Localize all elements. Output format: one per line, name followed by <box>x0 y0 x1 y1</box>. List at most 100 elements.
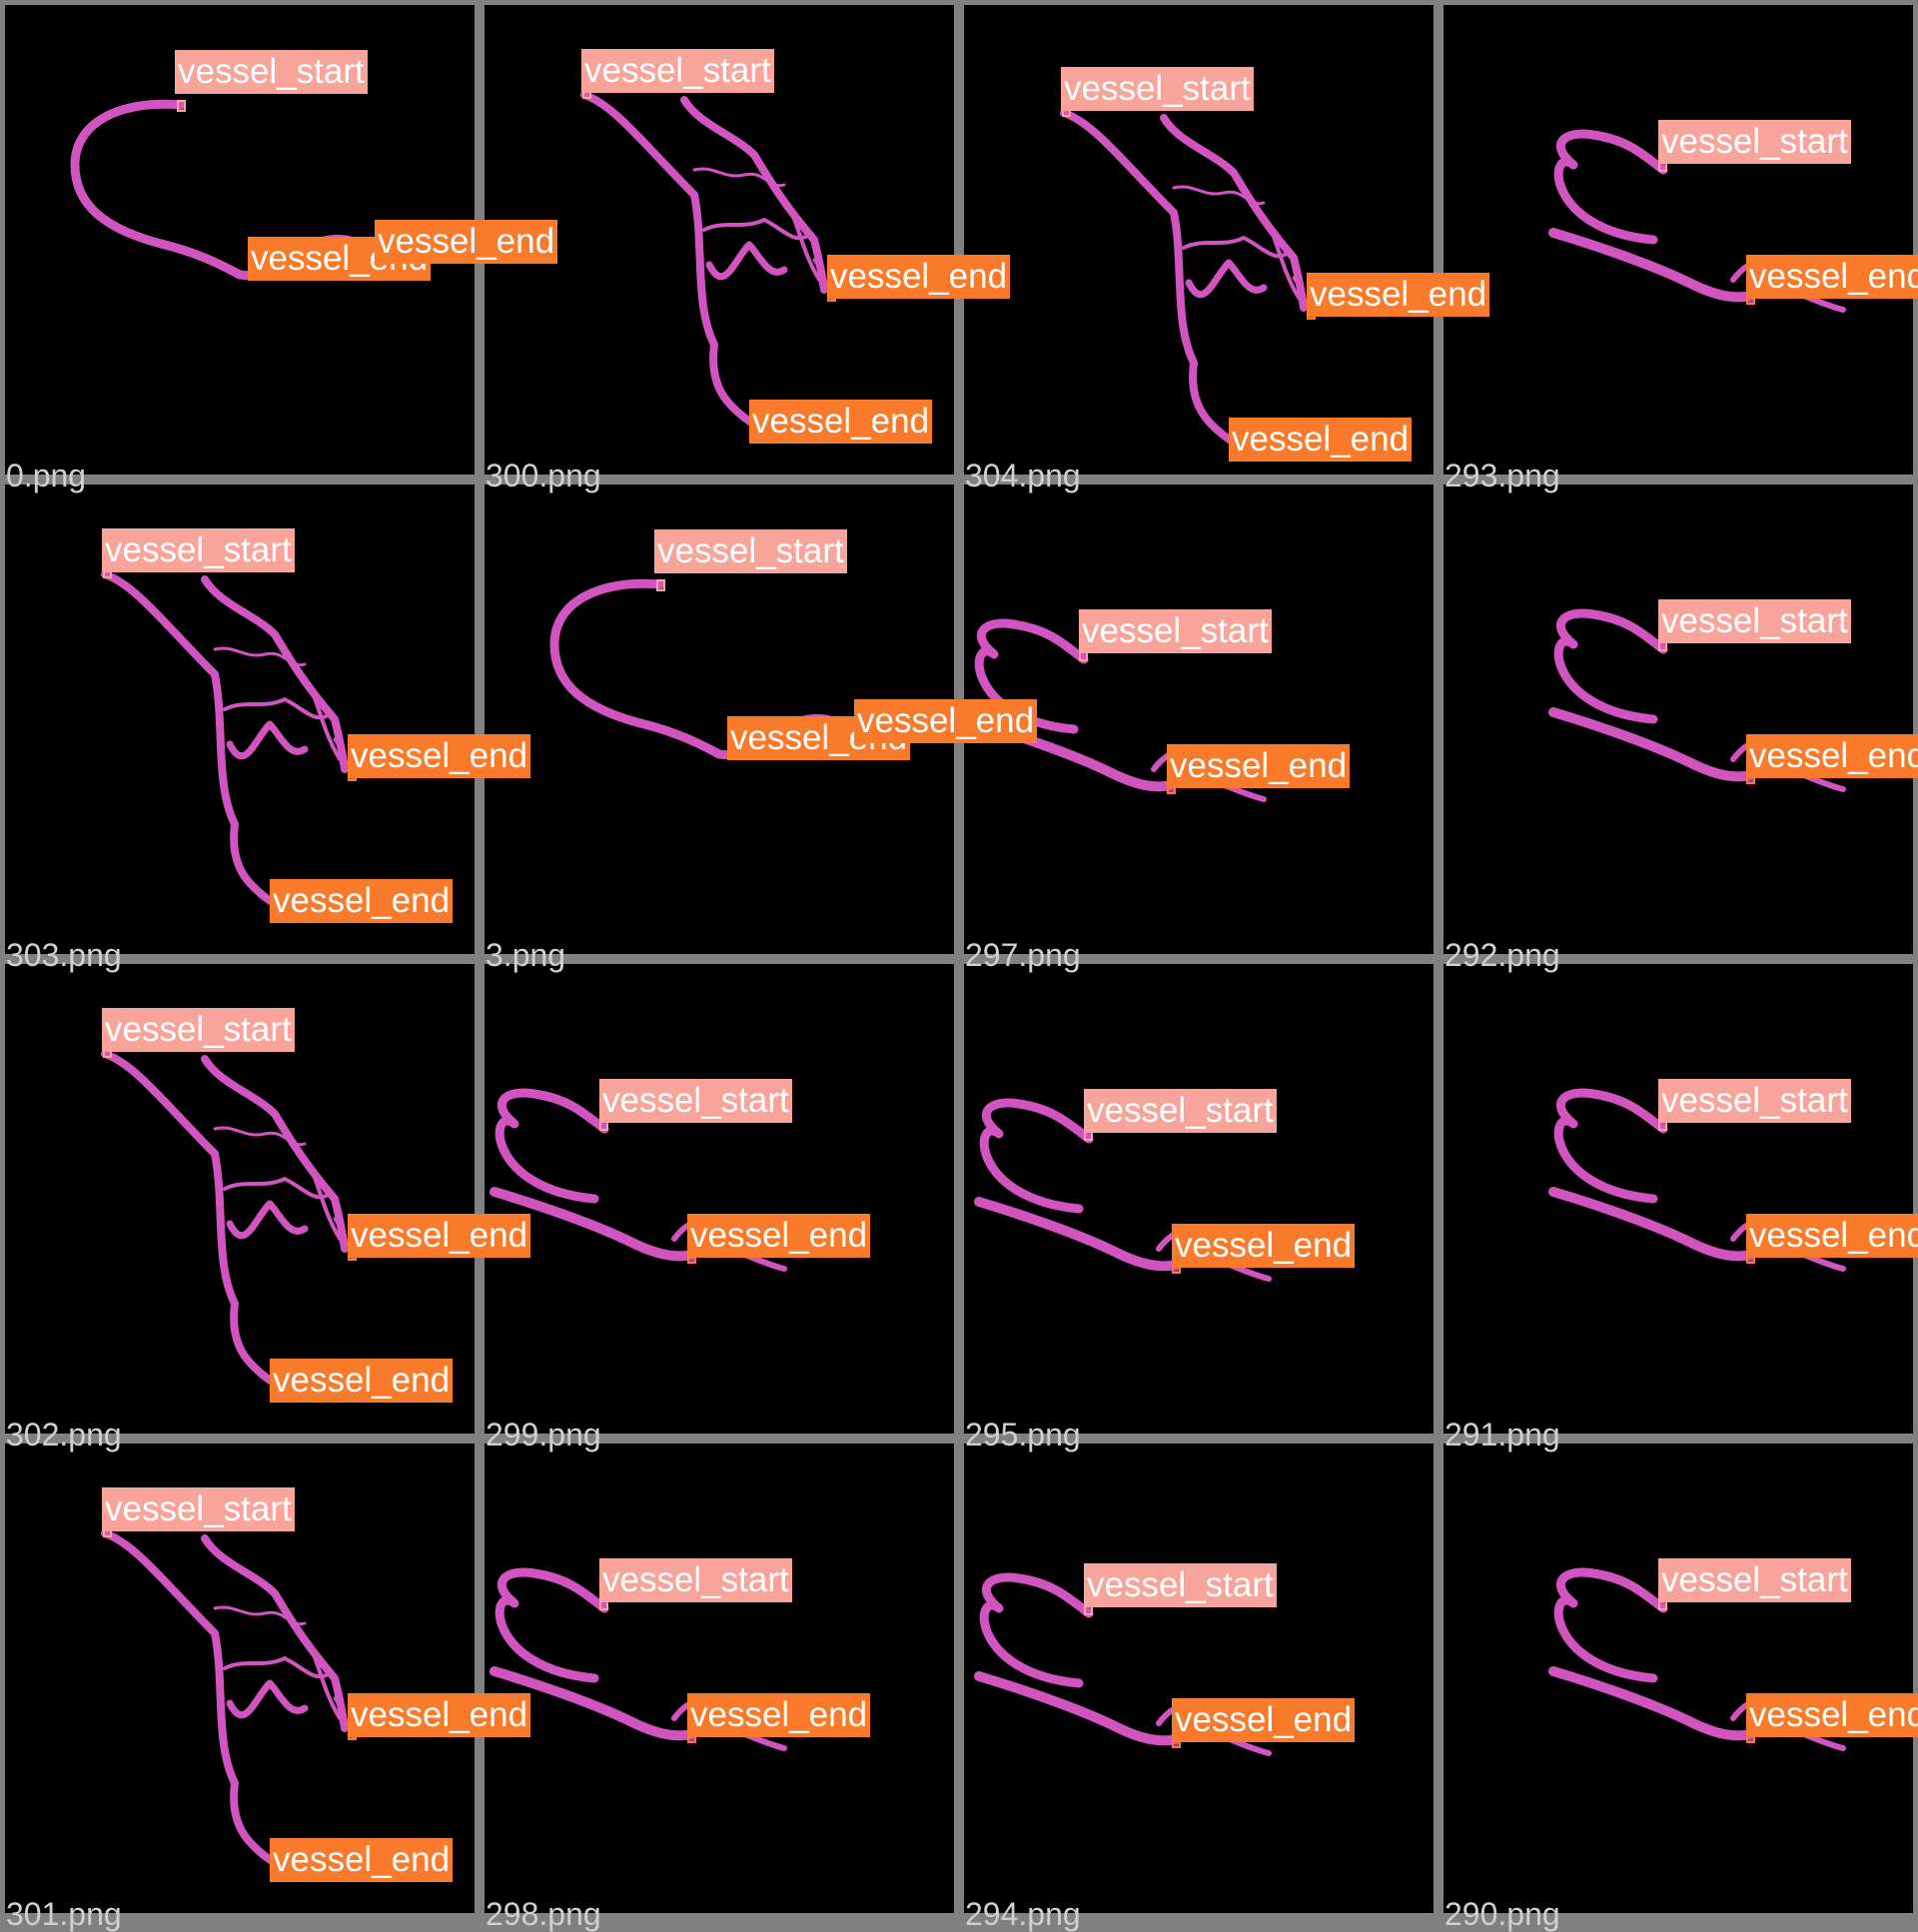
vessel-start-marker <box>656 579 665 591</box>
vessel-segment <box>201 575 349 773</box>
vessel-end-label: vessel_end <box>1746 1214 1918 1258</box>
vessel-segment <box>1553 608 1668 724</box>
vessel-start-marker <box>177 100 186 112</box>
vessel-segment <box>213 1126 307 1147</box>
tile-filename: 298.png <box>485 1896 601 1932</box>
vessel-end-label: vessel_end <box>348 1693 531 1737</box>
tile-canvas <box>1443 5 1913 475</box>
tile-canvas <box>484 964 954 1434</box>
vessel-segment <box>101 570 279 908</box>
vessel-end-label: vessel_end <box>270 879 454 923</box>
vessel-drawing <box>1060 109 1314 447</box>
vessel-end-label: vessel_end <box>1307 273 1490 317</box>
tile-filename: 292.png <box>1444 937 1560 973</box>
image-tile[interactable]: vessel_start vessel_end 294.png <box>959 1439 1438 1930</box>
vessel-segment <box>223 1656 332 1679</box>
vessel-start-label: vessel_start <box>599 1558 792 1602</box>
vessel-start-label: vessel_start <box>1079 609 1272 653</box>
tile-filename: 293.png <box>1444 458 1560 493</box>
vessel-start-label: vessel_start <box>102 1008 295 1052</box>
vessel-end-label: vessel_end <box>348 1214 531 1258</box>
tile-filename: 290.png <box>1444 1896 1560 1932</box>
vessel-start-label: vessel_start <box>581 49 774 93</box>
vessel-end-label: vessel_end <box>687 1214 871 1258</box>
vessel-end-label: vessel_end <box>1746 734 1918 778</box>
vessel-end-label: vessel_end <box>687 1693 871 1737</box>
vessel-drawing <box>1548 129 1846 313</box>
vessel-start-label: vessel_start <box>1658 599 1851 643</box>
vessel-start-label: vessel_start <box>1084 1089 1277 1133</box>
vessel-segment <box>549 578 764 760</box>
tile-filename: 302.png <box>6 1417 122 1452</box>
image-tile[interactable]: vessel_start vessel_end 291.png <box>1438 959 1918 1450</box>
vessel-segment <box>974 1671 1184 1746</box>
vessel-segment <box>692 167 786 188</box>
vessel-drawing <box>580 91 834 429</box>
vessel-end-label: vessel_end <box>1172 1698 1356 1742</box>
vessel-start-label: vessel_start <box>102 528 295 572</box>
vessel-start-label: vessel_start <box>1084 1563 1277 1607</box>
vessel-drawing <box>1548 1088 1846 1272</box>
vessel-end-label: vessel_end <box>749 400 933 444</box>
vessel-segment <box>1553 1567 1668 1683</box>
vessel-segment <box>1172 185 1266 206</box>
vessel-end-label: vessel_end <box>1229 418 1413 462</box>
vessel-segment <box>702 218 811 241</box>
vessel-segment <box>1160 114 1308 312</box>
vessel-segment <box>787 203 821 282</box>
tile-filename: 3.png <box>485 937 566 973</box>
image-tile[interactable]: vessel_start vessel_end 292.png <box>1438 480 1918 971</box>
vessel-start-label: vessel_start <box>175 50 368 94</box>
vessel-segment <box>226 1679 309 1719</box>
vessel-segment <box>1548 707 1758 782</box>
vessel-segment <box>979 1098 1094 1214</box>
vessel-segment <box>226 720 309 760</box>
vessel-segment <box>213 1605 307 1626</box>
vessel-start-label: vessel_start <box>654 529 847 573</box>
image-tile[interactable]: vessel_start vessel_end 295.png <box>959 959 1438 1450</box>
tile-filename: 295.png <box>965 1417 1081 1452</box>
tile-filename: 294.png <box>965 1896 1081 1932</box>
vessel-start-label: vessel_start <box>1658 1079 1851 1123</box>
image-tile[interactable]: vessel_start vessel_end 298.png <box>480 1439 959 1930</box>
vessel-drawing <box>1548 608 1846 792</box>
vessel-end-label: vessel_end <box>270 1838 454 1882</box>
vessel-segment <box>70 99 285 281</box>
vessel-segment <box>680 96 828 294</box>
vessel-segment <box>213 646 307 667</box>
vessel-end-label: vessel_end <box>1172 1224 1356 1268</box>
vessel-drawing <box>101 1050 355 1388</box>
vessel-segment <box>223 1177 332 1200</box>
vessel-start-label: vessel_start <box>102 1487 295 1531</box>
image-tile[interactable]: vessel_start vessel_end vessel_end 304.png <box>959 0 1490 491</box>
tile-canvas <box>1443 964 1913 1434</box>
vessel-segment <box>494 1567 609 1683</box>
vessel-drawing <box>974 1572 1272 1756</box>
vessel-segment <box>308 682 342 761</box>
vessel-segment <box>226 1200 309 1240</box>
tile-filename: 297.png <box>965 937 1081 973</box>
vessel-end-label: vessel_end <box>827 255 1011 299</box>
vessel-start-label: vessel_start <box>1061 67 1254 111</box>
vessel-segment <box>580 91 758 429</box>
tile-filename: 291.png <box>1444 1417 1560 1452</box>
vessel-drawing <box>1548 1567 1846 1751</box>
vessel-segment <box>705 241 788 281</box>
vessel-segment <box>308 1162 342 1241</box>
vessel-segment <box>489 1187 699 1262</box>
tile-filename: 304.png <box>965 458 1081 493</box>
vessel-drawing <box>489 1088 787 1272</box>
vessel-end-label: vessel_end <box>854 699 1038 743</box>
vessel-end-label: vessel_end <box>348 734 531 778</box>
